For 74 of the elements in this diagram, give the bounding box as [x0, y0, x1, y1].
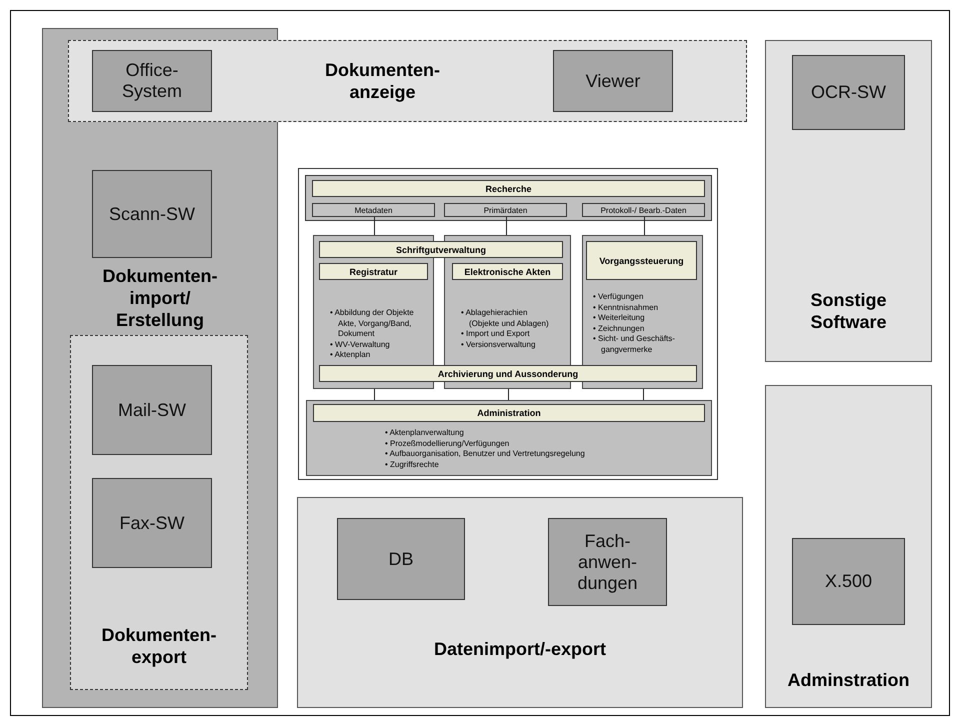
bullet-item: • Versionsverwaltung [461, 340, 536, 350]
software-box [792, 55, 905, 130]
bar-label: Vorgangssteuerung [599, 256, 684, 266]
panel-title: Dokumenten- export [101, 624, 216, 668]
header-bar [319, 263, 428, 280]
group-panel [765, 40, 932, 362]
panel-title: Dokumenten- anzeige [324, 59, 440, 103]
bar-label: Archivierung und Aussonderung [438, 368, 578, 378]
software-box [92, 478, 212, 568]
bar-label: Recherche [485, 184, 532, 194]
connector-line [374, 388, 375, 400]
bullet-item: • Ablagehierachien (Objekte und Ablagen) [461, 308, 550, 329]
bar-label: Administration [477, 408, 541, 418]
section-strip [306, 400, 712, 476]
software-box [92, 365, 212, 455]
group-panel [42, 28, 278, 708]
bar-label: Metadaten [354, 206, 392, 214]
panel-title: Sonstige Software [810, 289, 886, 333]
architecture-panel [298, 168, 718, 480]
software-box [92, 170, 212, 258]
box-label: Mail-SW [118, 400, 186, 420]
bar-label: Schriftgutverwaltung [396, 244, 486, 254]
group-panel [765, 385, 932, 708]
connector-line [508, 388, 509, 400]
box-label: OCR-SW [811, 82, 886, 103]
header-bar [452, 263, 563, 280]
section-strip [305, 175, 712, 221]
software-box [337, 518, 465, 600]
bullet-item: • WV-Verwaltung [330, 340, 391, 350]
data-category-bar [444, 203, 567, 217]
data-category-bar [312, 203, 435, 217]
bullet-item: • Zugriffsrechte [385, 460, 440, 470]
bullet-item: • Import und Export [461, 329, 531, 340]
header-bar [586, 241, 697, 280]
bullet-item: • Kenntnisnahmen [593, 302, 660, 313]
panel-title: Dokumenten- import/ Erstellung [102, 265, 218, 331]
bar-label: Protokoll-/ Bearb.-Daten [600, 206, 686, 214]
bullet-item: • Verfügungen [593, 292, 644, 302]
software-box [548, 518, 667, 606]
header-bar [313, 404, 705, 422]
box-label: X.500 [824, 571, 872, 592]
group-panel [297, 497, 743, 708]
box-label: Scann-SW [108, 204, 196, 224]
connector-line [644, 216, 645, 236]
box-label: Fax-SW [120, 512, 184, 534]
bullet-item: • Zeichnungen [593, 324, 646, 334]
panel-title: Adminstration [787, 669, 910, 691]
bar-label: Elektronische Akten [464, 266, 551, 276]
panel-title: Datenimport/-export [434, 638, 606, 660]
connector-line [374, 216, 375, 236]
box-label: Office- System [122, 60, 182, 102]
bullet-item: • Aufbauorganisation, Benutzer und Vertretungsregelung [385, 449, 585, 460]
software-box [553, 50, 673, 112]
bullet-item: • Aktenplan [330, 350, 372, 360]
group-panel [70, 335, 248, 690]
bullet-item: • Weiterleitung [593, 313, 646, 324]
connector-line [643, 388, 644, 400]
header-bar [312, 180, 705, 197]
header-bar [319, 241, 563, 258]
box-label: Fach- anwen- dungen [577, 530, 638, 594]
bullet-item: • Aktenplanverwaltung [385, 428, 465, 438]
header-bar [319, 365, 697, 382]
bullet-item: • Prozeßmodellierung/Verfügungen [385, 438, 510, 449]
bullet-item: • Sicht- und Geschäfts- gangvermerke [593, 334, 676, 355]
bullet-item: • Abbildung der Objekte Akte, Vorgang/Band, Dokument [330, 308, 415, 340]
software-box [92, 50, 212, 112]
connector-line [506, 216, 507, 236]
data-category-bar [582, 203, 705, 217]
bar-label: Registratur [349, 266, 398, 276]
bar-label: Primärdaten [484, 206, 528, 214]
box-label: Viewer [586, 70, 640, 92]
module-panel [582, 235, 703, 389]
software-box [792, 538, 905, 625]
box-label: DB [388, 548, 414, 570]
